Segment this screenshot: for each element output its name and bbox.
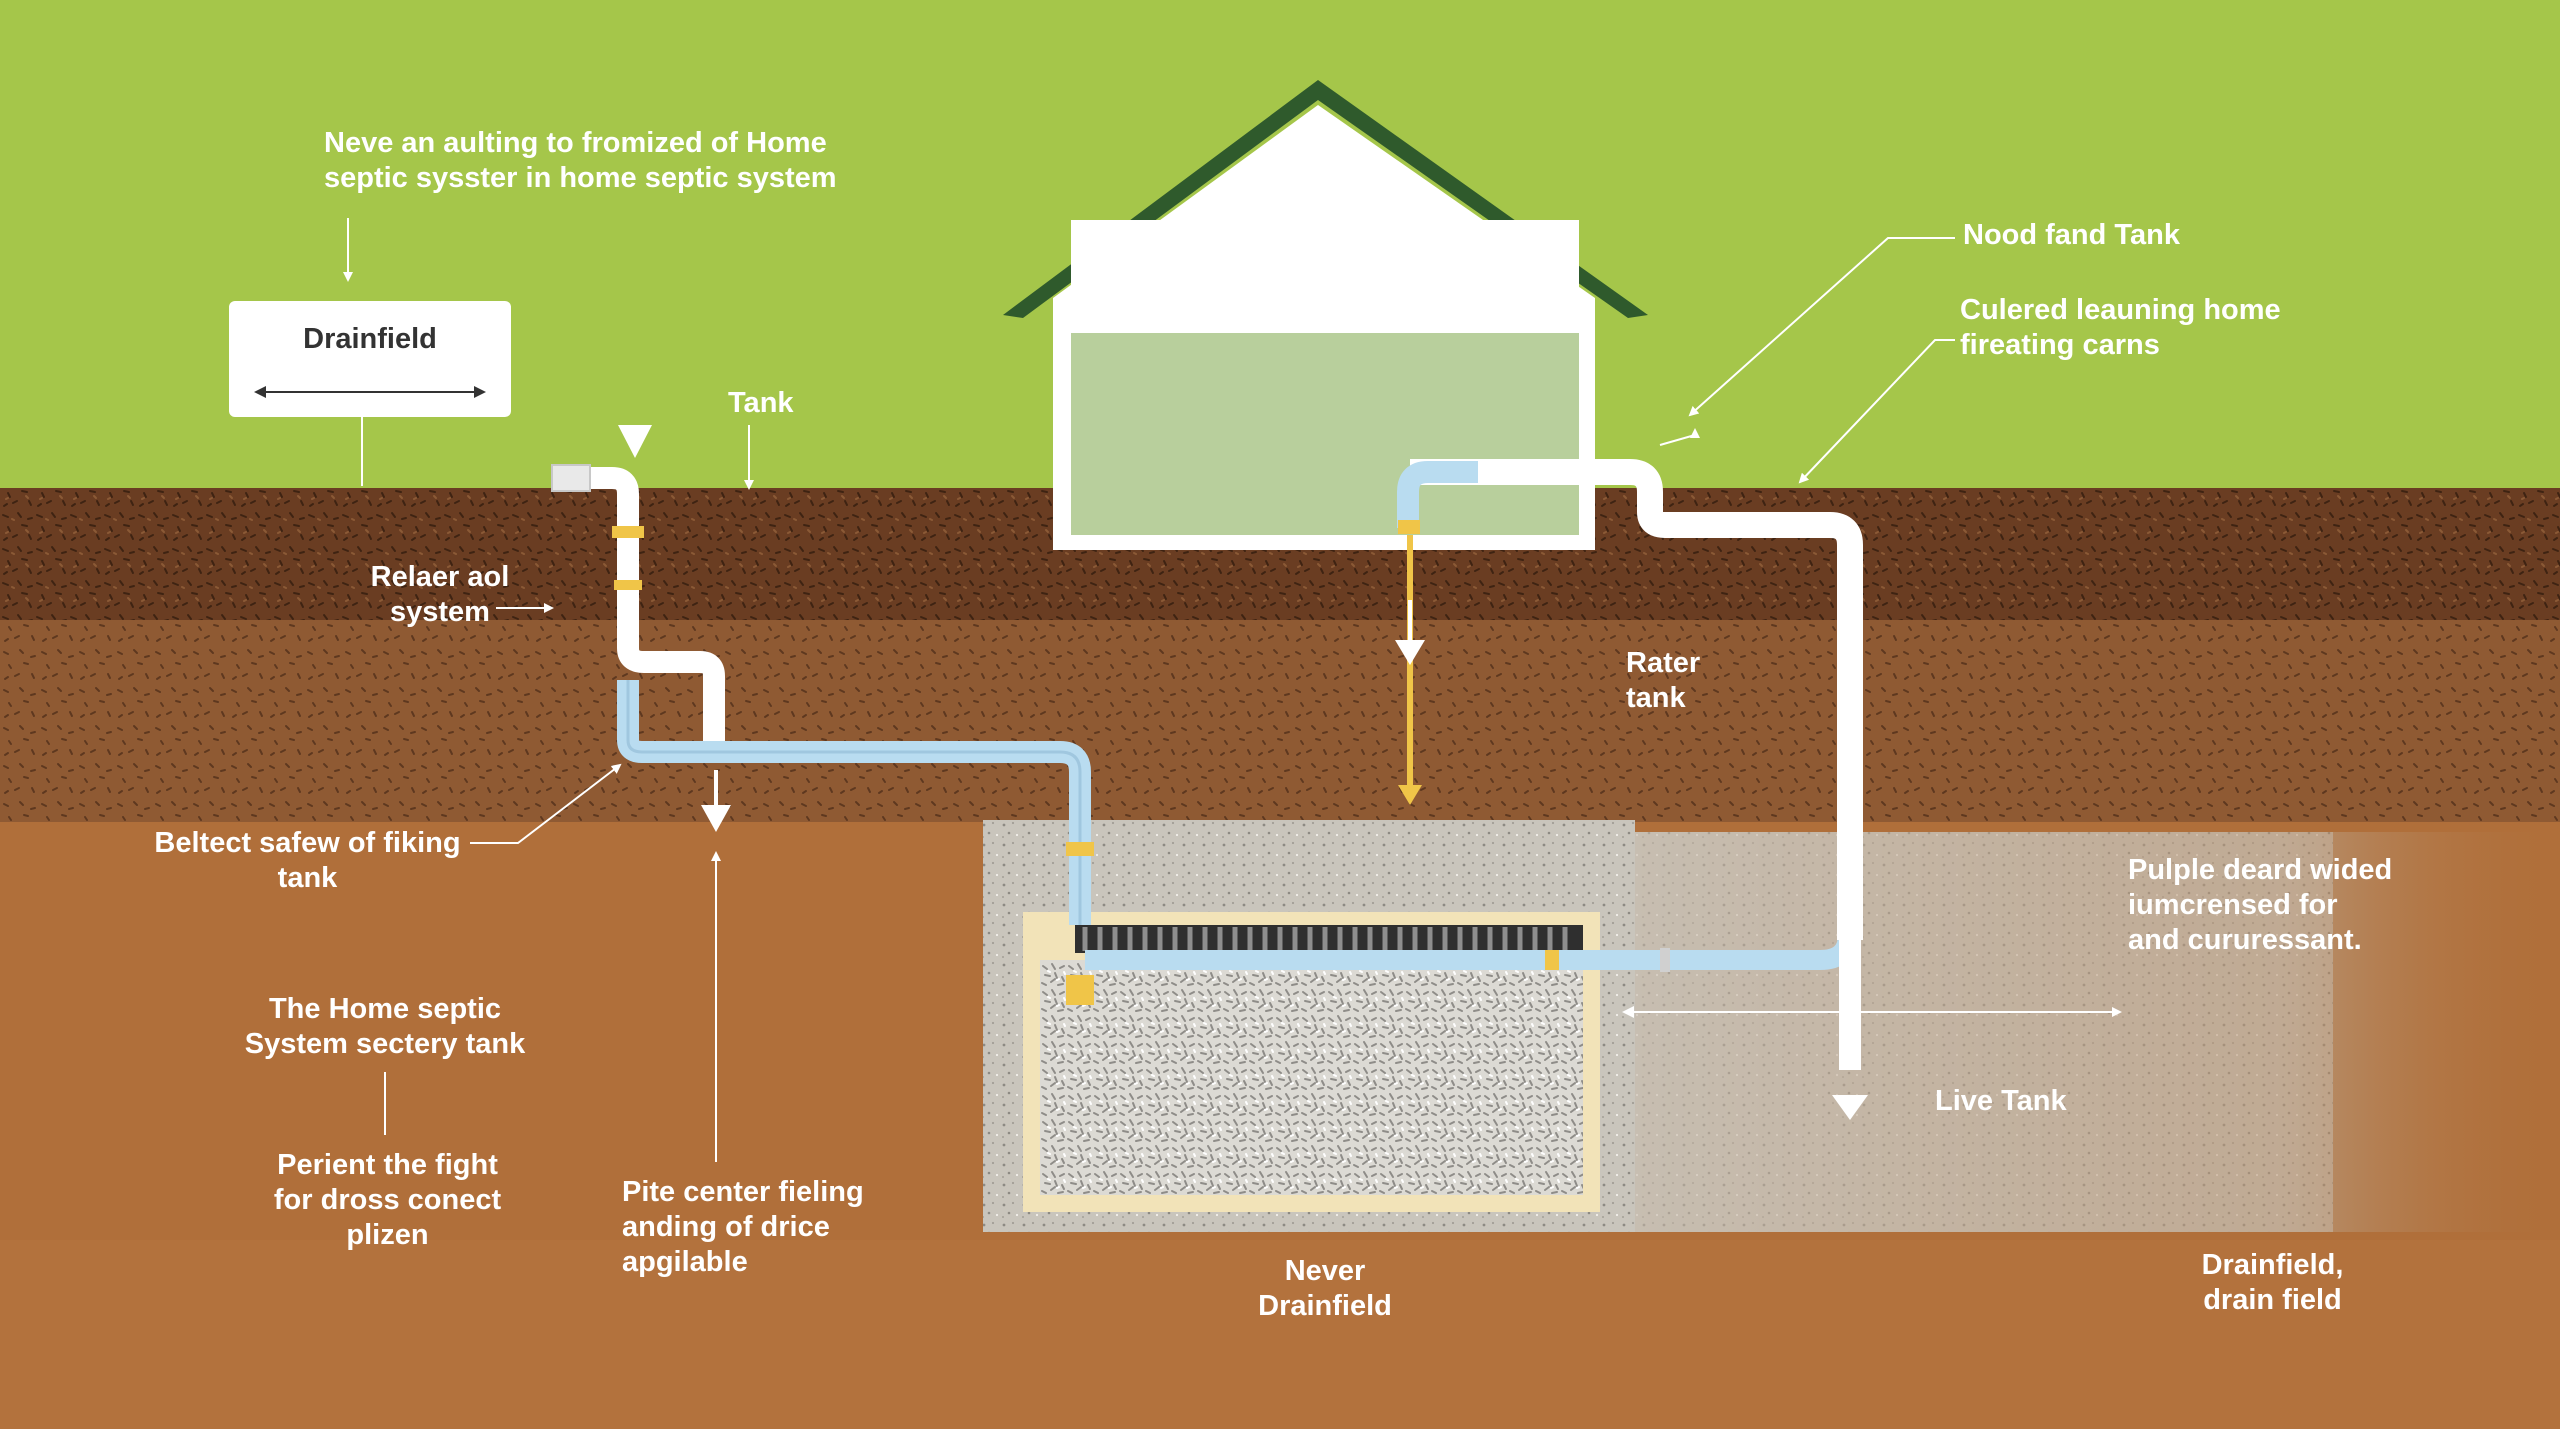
intro-line-1: Neve an aulting to fromized of Home — [324, 127, 827, 159]
left-inlet-pipe — [556, 467, 725, 760]
house-interior — [1071, 333, 1579, 535]
vent-marker — [618, 425, 652, 458]
pipe-fitting — [1066, 842, 1094, 856]
drainfield-bed-texture — [1633, 832, 2333, 1232]
grate-slats — [1082, 927, 1568, 951]
tank-top-label: Tank — [728, 387, 794, 419]
house-drain-pipe — [1410, 459, 1863, 940]
relaer-line-2: system — [390, 596, 490, 628]
house-inlet-pipe — [1397, 461, 1478, 528]
home-septic-line-1: The Home septic — [268, 993, 502, 1025]
beltect-label: Beltect safew of fiking tank — [150, 826, 465, 896]
culered-line-2: fireating carns — [1960, 329, 2160, 361]
never-drainfield-label: Never Drainfield — [1225, 1254, 1425, 1324]
pulple-line-2: iumcrensed for — [2128, 889, 2338, 921]
pipe-fitting — [1398, 520, 1420, 534]
drainfield-right-label: Drainfield, drain field — [2180, 1248, 2365, 1318]
small-vent-arrow — [1659, 428, 1700, 446]
drainfield-box: Drainfield — [229, 301, 511, 417]
pipe-fitting — [1545, 950, 1559, 970]
pipe-fitting — [612, 526, 644, 538]
beltect-line-2: tank — [277, 862, 338, 894]
relaer-line-1: Relaer aol — [370, 561, 510, 593]
house-ceiling — [1071, 220, 1579, 333]
relaer-label: Relaer aol system — [360, 560, 520, 630]
nood-arrow — [1688, 237, 1955, 417]
intro-label: Neve an aulting to fromized of Home sept… — [324, 126, 837, 196]
home-septic-label: The Home septic System sectery tank — [225, 992, 545, 1062]
nood-label: Nood fand Tank — [1963, 219, 2180, 251]
never-line-2: Drainfield — [1258, 1290, 1392, 1322]
drainfield-right-line-1: Drainfield, — [2201, 1249, 2344, 1281]
white-flow-arrow — [1395, 640, 1425, 665]
subsoil-layer — [0, 620, 2560, 825]
soil-bottom-band — [0, 1240, 2560, 1429]
rater-label: Rater tank — [1626, 646, 1700, 716]
rater-line-2: tank — [1626, 682, 1686, 714]
perient-line-3: plizen — [346, 1219, 429, 1251]
pipe-fitting — [614, 580, 642, 590]
beltect-arrow — [470, 763, 622, 844]
pulple-line-3: and cururessant. — [2128, 924, 2362, 956]
drainfield-box-title: Drainfield — [303, 323, 437, 355]
pipe-cap — [551, 464, 591, 492]
pulple-line-1: Pulple deard wided — [2128, 854, 2393, 886]
intro-line-2: septic sysster in home septic system — [324, 162, 837, 194]
culered-label: Culered leauning home fireating carns — [1960, 293, 2281, 363]
beltect-line-1: Beltect safew of fiking — [154, 827, 461, 859]
drainfield-width-arrow-left — [1622, 1006, 1634, 1018]
left-flow-arrow — [701, 805, 731, 832]
perient-line-1: Perient the fight — [277, 1149, 498, 1181]
pipe-coupling — [1660, 948, 1670, 972]
rater-line-1: Rater — [1626, 647, 1701, 679]
pite-center-line-3: apgilable — [622, 1246, 748, 1278]
septic-tank-fill — [1040, 960, 1583, 1195]
drainfield-box-dimension-arrow — [254, 386, 486, 398]
culered-line-1: Culered leauning home — [1960, 294, 2281, 326]
blue-pipe-edge — [626, 680, 1082, 925]
down-pipe-arrow — [1832, 1095, 1868, 1120]
home-septic-line-2: System sectery tank — [244, 1028, 526, 1060]
culered-arrow — [1798, 339, 1955, 484]
perient-label: Perient the fight for dross conect plize… — [240, 1148, 535, 1253]
pite-center-label: Pite center fieling anding of drice apgi… — [622, 1175, 864, 1280]
drainfield-right-line-2: drain field — [2203, 1284, 2342, 1316]
never-line-1: Never — [1284, 1255, 1366, 1287]
pipe-fitting — [1066, 975, 1094, 1005]
perient-line-2: for dross conect — [273, 1184, 502, 1216]
pulple-label: Pulple deard wided iumcrensed for and cu… — [2128, 853, 2392, 958]
live-tank-label: Live Tank — [1935, 1085, 2067, 1117]
yellow-flow-arrow — [1398, 785, 1422, 805]
pite-center-line-2: anding of drice — [622, 1211, 830, 1243]
pite-center-line-1: Pite center fieling — [622, 1176, 864, 1208]
